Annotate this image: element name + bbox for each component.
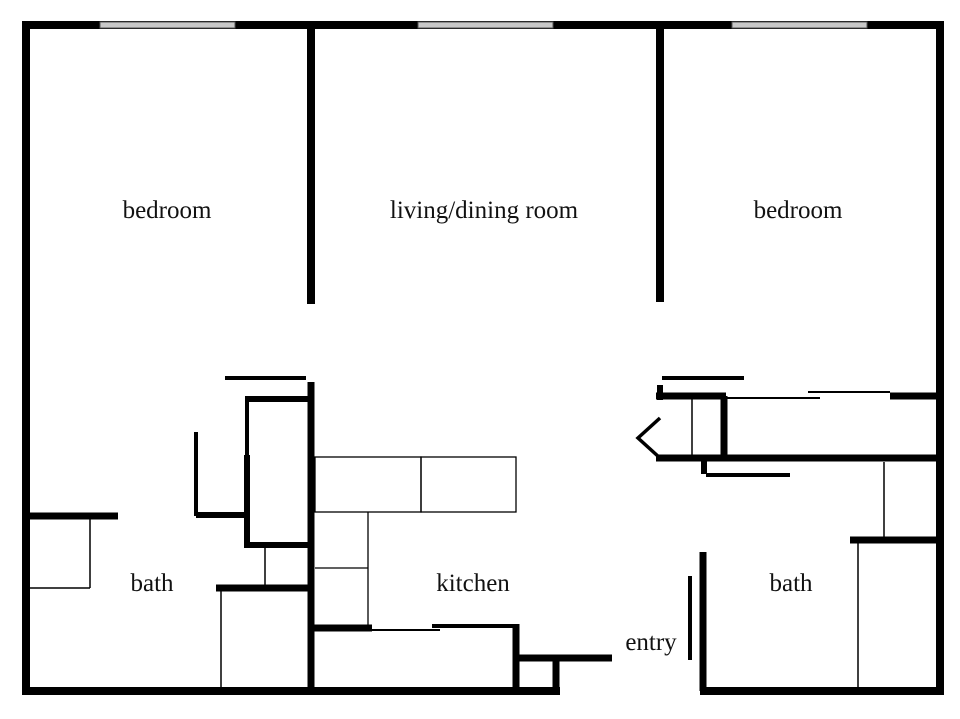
left-bath-walls: [22, 376, 315, 691]
room-labels: bedroom living/dining room bedroom bath …: [123, 197, 843, 656]
label-bath-left: bath: [130, 570, 174, 597]
partition-walls: [307, 25, 664, 304]
door-swing-right: [635, 416, 662, 460]
label-living-dining: living/dining room: [390, 197, 579, 224]
counter-upper-1: [314, 456, 422, 513]
counter-upper-2: [420, 456, 517, 513]
windows: [99, 21, 868, 29]
label-kitchen: kitchen: [436, 570, 510, 597]
right-bath-walls: [635, 376, 940, 691]
window-right: [731, 21, 868, 29]
label-bedroom-left: bedroom: [123, 197, 212, 224]
label-entry: entry: [625, 629, 677, 656]
label-bath-right: bath: [769, 570, 813, 597]
window-center: [417, 21, 554, 29]
kitchen-counters: [311, 456, 612, 691]
label-bedroom-right: bedroom: [754, 197, 843, 224]
window-left: [99, 21, 236, 29]
